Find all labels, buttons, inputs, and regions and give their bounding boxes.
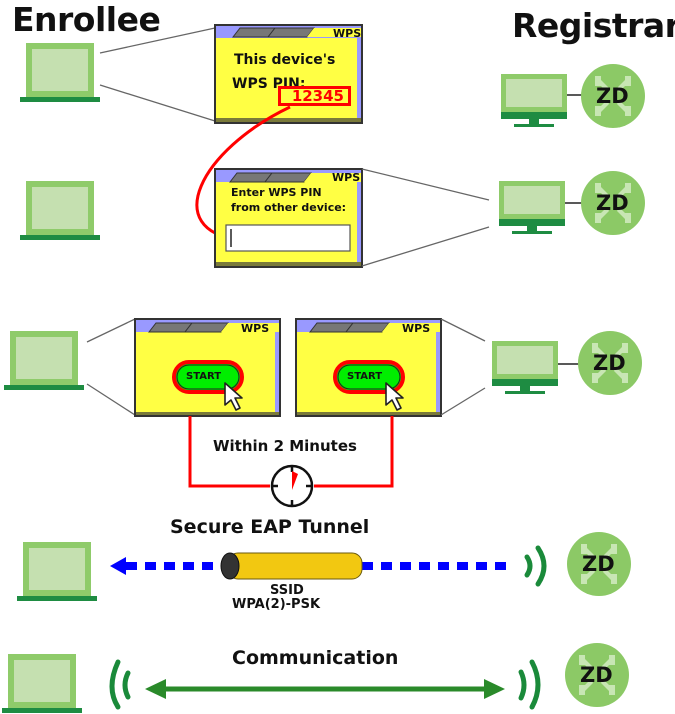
pin-entry-line1: Enter WPS PIN — [231, 186, 322, 199]
zoom-line — [99, 27, 216, 54]
zd-label: ZD — [596, 84, 629, 108]
enrollee-pin-window — [214, 24, 363, 124]
pin-entry-line2: from other device: — [231, 201, 347, 214]
enrollee-start-label[interactable]: START — [186, 371, 222, 382]
communication-label: Communication — [232, 647, 399, 669]
zoom-line — [86, 318, 136, 343]
green-arrowhead-right — [484, 679, 505, 699]
wps-tab-label: WPS — [333, 27, 362, 40]
eap-tunnel-cylinder — [220, 552, 363, 580]
timer-bracket-right — [314, 416, 394, 488]
registrar-start-label[interactable]: START — [347, 371, 383, 382]
zoom-line — [361, 226, 490, 267]
enrollee-laptop-1 — [20, 43, 100, 102]
ssid-label: SSID — [270, 583, 304, 598]
wps-tab-label: WPS — [241, 322, 270, 335]
wifi-signal-icon-right-2 — [518, 659, 541, 710]
enrollee-laptop-3 — [4, 331, 84, 390]
zd-label: ZD — [580, 663, 613, 687]
security-label: WPA(2)-PSK — [232, 597, 321, 612]
zoom-line — [86, 383, 136, 416]
blue-arrowhead — [110, 557, 126, 575]
pin-window-line1: This device's — [234, 52, 336, 68]
zd-label: ZD — [593, 351, 626, 375]
registrar-monitor-3 — [492, 341, 558, 394]
timer-label: Within 2 Minutes — [213, 437, 357, 455]
wps-tab-label: WPS — [332, 171, 361, 184]
pin-display-box: 12345 — [278, 86, 351, 106]
pin-input-field[interactable] — [225, 224, 351, 252]
wifi-signal-icon-right — [524, 545, 547, 587]
registrar-monitor-1 — [501, 74, 567, 127]
zoom-line — [440, 387, 486, 416]
enrollee-heading: Enrollee — [12, 0, 161, 39]
timer-bracket-left — [188, 416, 270, 488]
wifi-signal-icon-left — [109, 659, 131, 710]
green-arrowhead-left — [145, 679, 166, 699]
tunnel-title: Secure EAP Tunnel — [170, 516, 370, 538]
registrar-monitor-2 — [499, 181, 565, 234]
enrollee-laptop-5 — [2, 654, 82, 713]
enrollee-laptop-4 — [17, 542, 97, 601]
pin-value: 12345 — [291, 87, 344, 105]
enrollee-laptop-2 — [20, 181, 100, 240]
zd-label: ZD — [596, 191, 629, 215]
zoom-line — [440, 318, 486, 342]
zoom-line — [361, 168, 490, 201]
registrar-heading: Registrar — [512, 6, 675, 45]
stopwatch-icon — [270, 464, 314, 508]
zd-label: ZD — [582, 552, 615, 576]
zoom-line — [99, 84, 216, 122]
wps-tab-label: WPS — [402, 322, 431, 335]
